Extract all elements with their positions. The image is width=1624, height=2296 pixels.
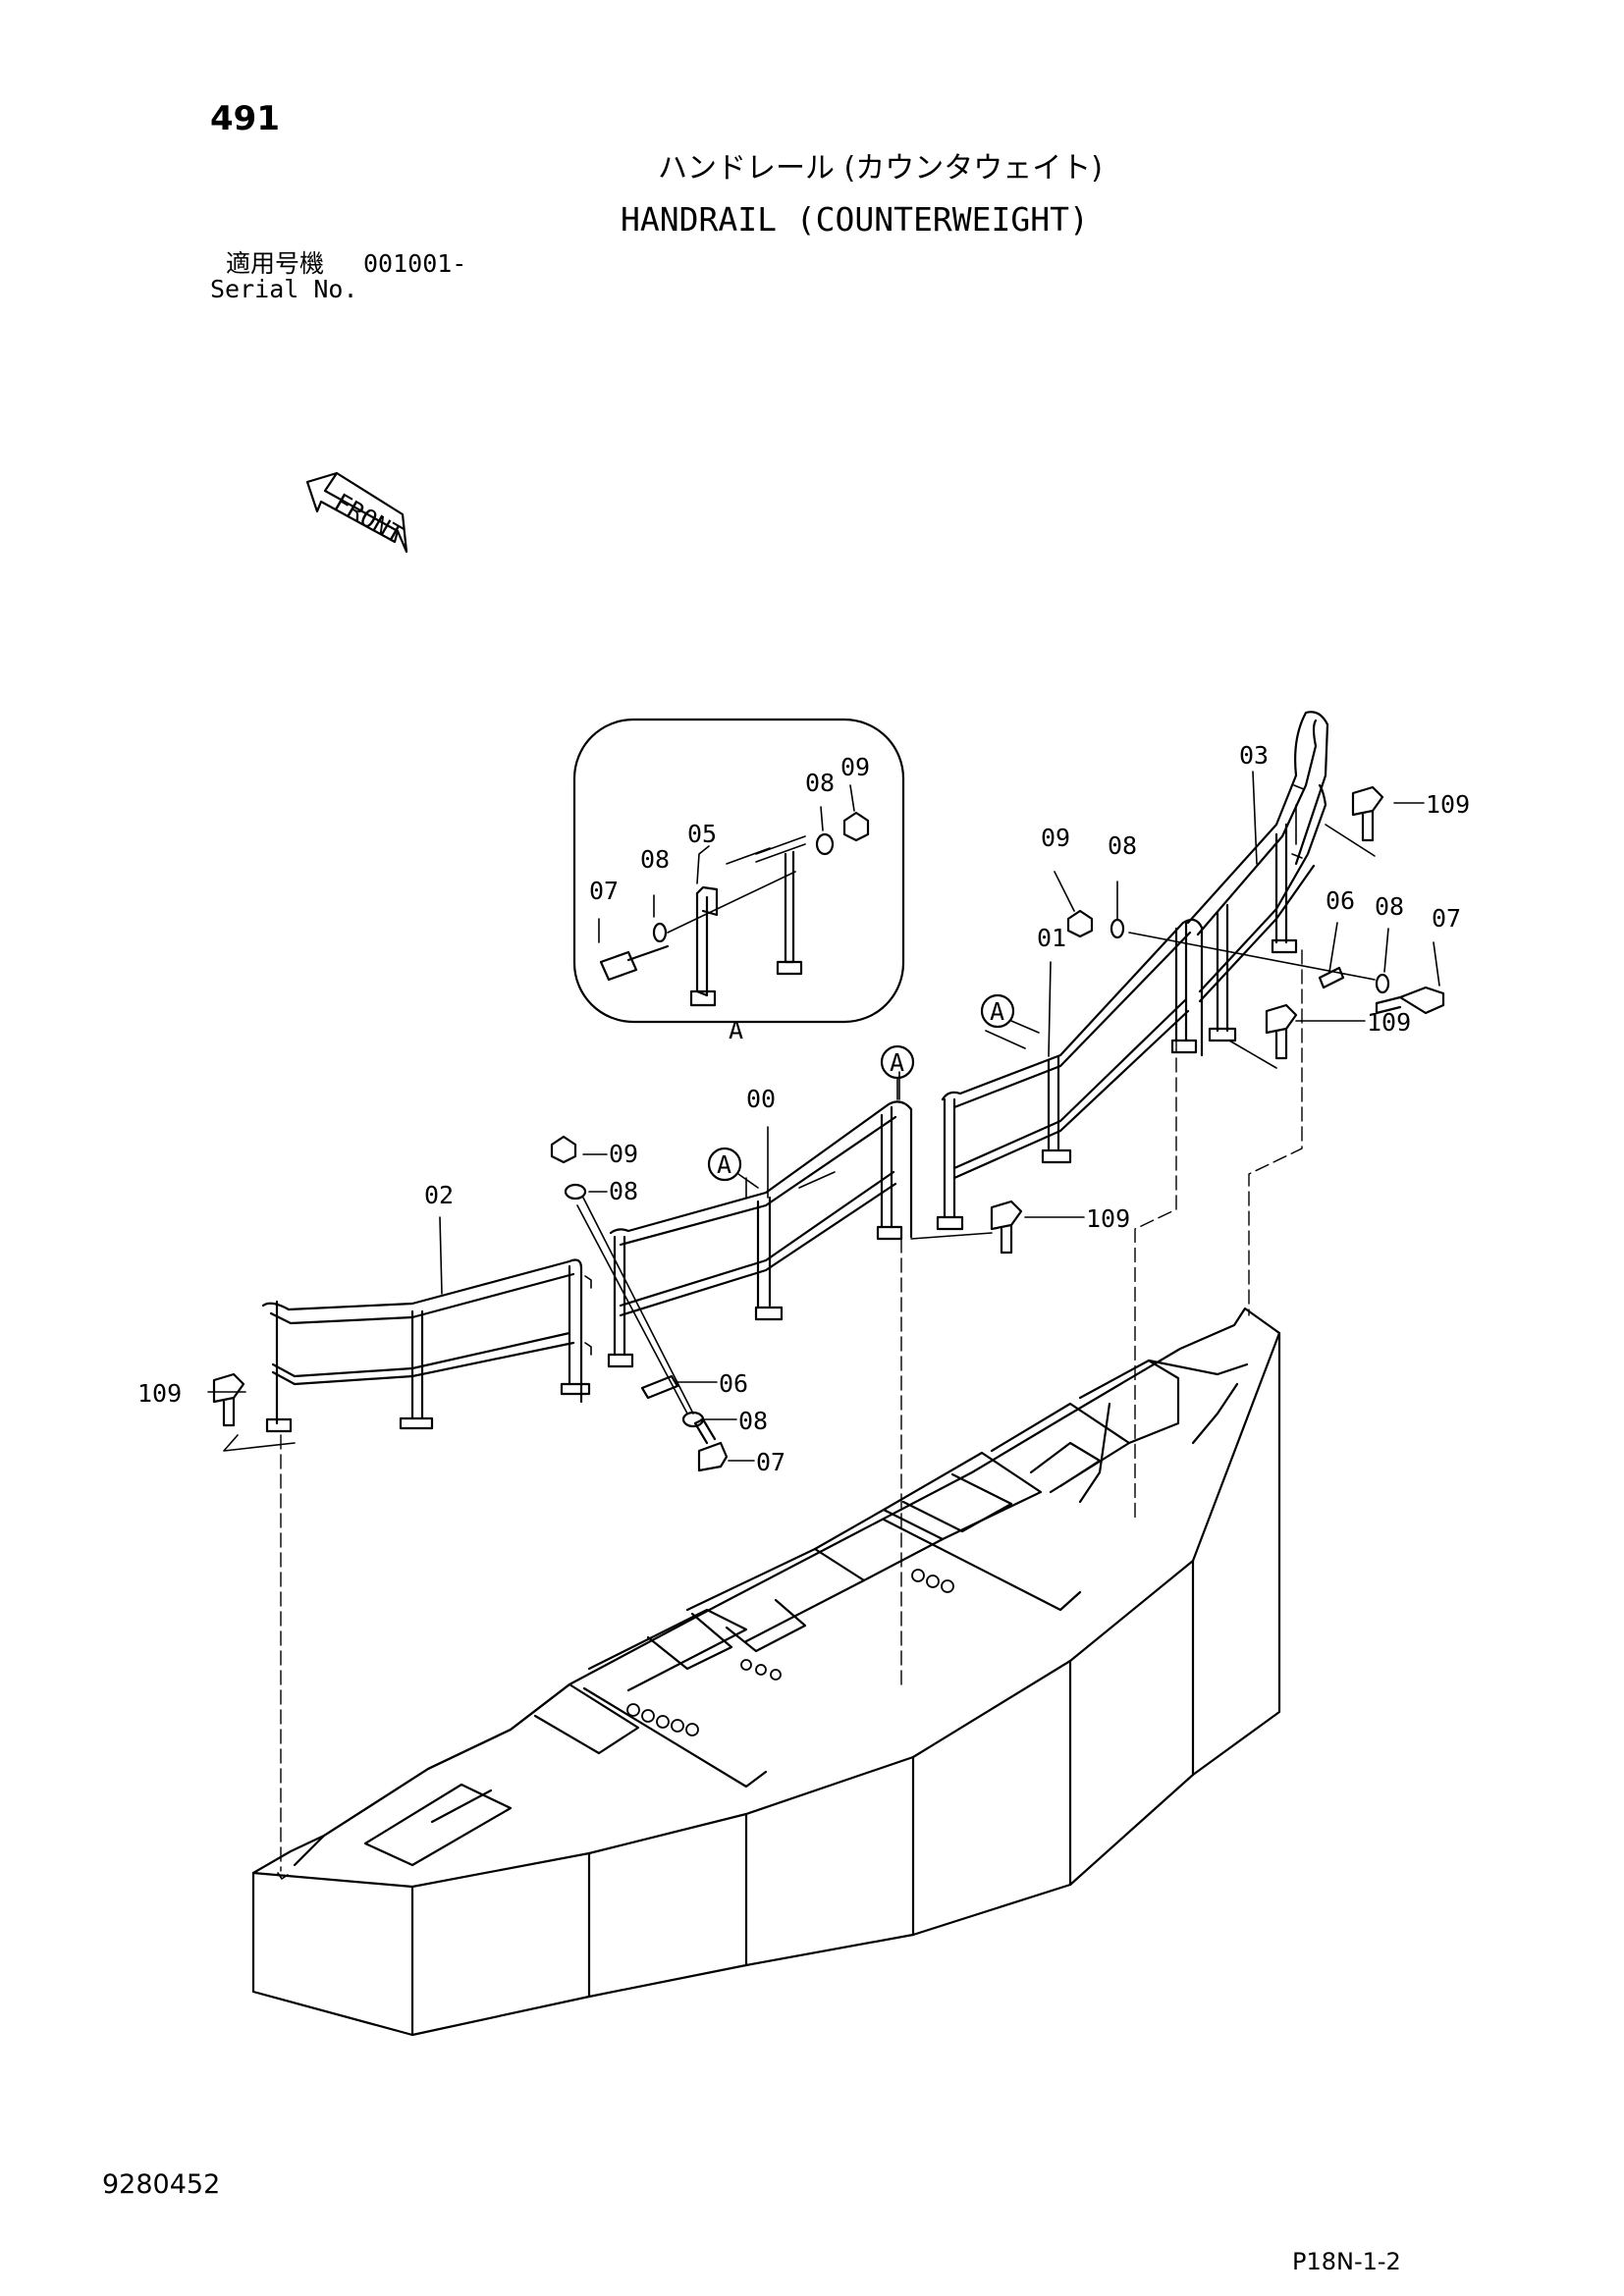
part-07-label: 07: [756, 1448, 785, 1476]
callout-a-marker: [707, 993, 1040, 1189]
part-08-label: 08: [609, 1177, 638, 1205]
part-07-label: 07: [1432, 904, 1461, 933]
part-08-label: 08: [1108, 831, 1137, 860]
part-05-label: 05: [687, 820, 717, 848]
part-09-label: 09: [609, 1140, 638, 1168]
page-number: 491: [210, 99, 280, 138]
serial-label-english: Serial No.: [210, 275, 358, 303]
part-09-label: 09: [1041, 824, 1070, 852]
title-japanese: ハンドレール (カウンタウェイト): [658, 151, 1103, 186]
handrail-03: [1186, 711, 1329, 1042]
part-01-label: 01: [1037, 924, 1066, 952]
page-code: P18N-1-2: [1292, 2248, 1401, 2275]
bolt-07-icon: [693, 986, 1445, 1472]
front-arrow-icon: FRONT: [305, 471, 408, 554]
detail-a-inset: A: [572, 718, 905, 1044]
part-109-label: 109: [1086, 1204, 1130, 1233]
washer-08-icon: [564, 918, 1390, 1428]
handrail-02: [261, 1258, 592, 1433]
nut-09-icon: [550, 909, 1094, 1164]
part-08-label: 08: [805, 769, 835, 797]
handrail-01: [936, 918, 1204, 1231]
leader-lines: [207, 771, 1440, 1462]
part-109-label: 109: [1426, 790, 1470, 819]
detail-a-label: A: [729, 1016, 743, 1044]
callout-a-label: A: [990, 997, 1004, 1026]
part-09-label: 09: [840, 753, 870, 781]
serial-value: 001001-: [363, 249, 467, 278]
part-08-label: 08: [1375, 892, 1404, 921]
counterweight-body: [251, 1307, 1281, 2037]
part-08-label: 08: [640, 845, 670, 874]
part-02-label: 02: [424, 1181, 454, 1209]
part-06-label: 06: [719, 1369, 748, 1398]
handrail-00: [607, 1100, 913, 1368]
serial-label-japanese: 適用号機: [226, 249, 325, 278]
part-00-label: 00: [746, 1085, 776, 1113]
part-06-label: 06: [1326, 886, 1355, 915]
part-109-label: 109: [1367, 1008, 1411, 1037]
part-109-label: 109: [137, 1379, 182, 1408]
guide-lines: [280, 949, 1303, 1872]
callout-a-label: A: [890, 1048, 904, 1077]
part-03-label: 03: [1239, 741, 1269, 770]
title-english: HANDRAIL (COUNTERWEIGHT): [621, 200, 1089, 239]
bolt-109-icon: [212, 785, 1384, 1427]
part-08-label: 08: [738, 1407, 768, 1435]
front-label: FRONT: [330, 488, 408, 550]
plate-06-icon: [640, 966, 1345, 1400]
document-number: 9280452: [102, 2169, 221, 2200]
callout-a-label: A: [717, 1150, 731, 1179]
part-07-label: 07: [589, 877, 619, 905]
